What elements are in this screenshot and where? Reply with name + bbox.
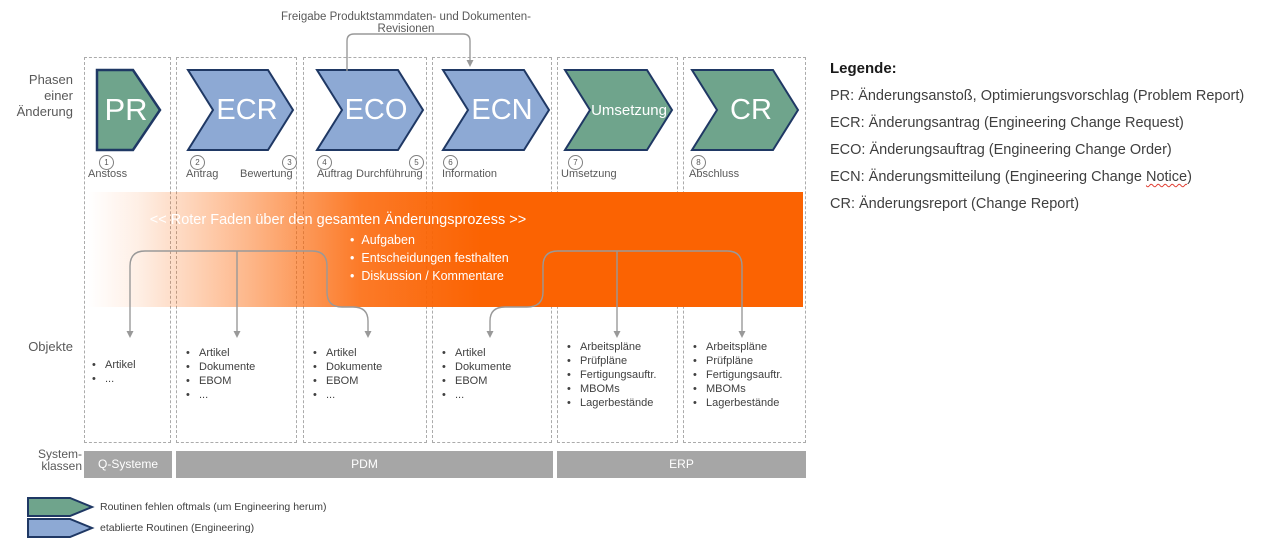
banner-bullet-text: Aufgaben bbox=[361, 233, 415, 247]
phase-label-ecr: ECR bbox=[216, 94, 278, 126]
legend-item-eco: ECO: Änderungsauftrag (Engineering Chang… bbox=[830, 142, 1172, 158]
objects-list-umsetzung: •Arbeitspläne •Prüfpläne •Fertigungsauft… bbox=[567, 340, 656, 410]
step-circle-4: 4 bbox=[317, 155, 332, 170]
row-label-system-line2: klassen bbox=[41, 458, 82, 473]
phase-label-umsetzung: Umsetzung bbox=[591, 102, 667, 119]
legend-item-ecr: ECR: Änderungsantrag (Engineering Change… bbox=[830, 115, 1184, 131]
step-circle-1: 1 bbox=[99, 155, 114, 170]
step-circle-5: 5 bbox=[409, 155, 424, 170]
step-label-bewertung: Bewertung bbox=[240, 168, 293, 180]
banner-bullet-text: Entscheidungen festhalten bbox=[361, 251, 509, 265]
step-circle-7: 7 bbox=[568, 155, 583, 170]
objects-list-ecr: •Artikel •Dokumente •EBOM •... bbox=[186, 346, 255, 402]
objects-list-eco: •Artikel •Dokumente •EBOM •... bbox=[313, 346, 382, 402]
freigabe-annotation: Freigabe Produktstammdaten- und Dokument… bbox=[281, 11, 531, 35]
list-item: •EBOM bbox=[442, 375, 488, 387]
list-item: •... bbox=[186, 389, 209, 401]
row-label-phases-line3: Änderung bbox=[16, 104, 73, 119]
list-item: •Dokumente bbox=[186, 361, 256, 373]
step-circle-2: 2 bbox=[190, 155, 205, 170]
row-label-phases: Phasen einer Änderung bbox=[16, 72, 73, 120]
row-label-system-line1: System- bbox=[37, 447, 82, 461]
banner-bullet: • Aufgaben bbox=[350, 231, 509, 249]
list-item: •Artikel bbox=[186, 347, 230, 359]
legend-item-ecn: ECN: Änderungsmitteilung (Engineering Ch… bbox=[830, 169, 1192, 185]
legend-item-pr: PR: Änderungsanstoß, Optimierungsvorschl… bbox=[830, 88, 1245, 104]
phase-label-eco: ECO bbox=[344, 94, 408, 126]
list-item: •Artikel bbox=[313, 347, 357, 359]
list-item: •Artikel bbox=[92, 359, 136, 371]
key-label-green: Routinen fehlen oftmals (um Engineering … bbox=[100, 501, 327, 513]
systemclass-bar-qsysteme: Q-Systeme bbox=[84, 451, 172, 478]
step-label-information: Information bbox=[442, 168, 498, 180]
legend-heading: Legende: bbox=[830, 60, 897, 77]
row-label-systemklassen: System- klassen bbox=[16, 447, 82, 473]
list-item: •... bbox=[92, 373, 115, 385]
step-label-auftrag: Auftrag bbox=[317, 168, 353, 180]
legend-item-ecn-misspelled-word: Notice bbox=[1145, 169, 1188, 185]
objects-list-pr: •Artikel •... bbox=[92, 358, 136, 386]
list-item: •Lagerbestände bbox=[567, 397, 654, 409]
list-item: •... bbox=[442, 389, 465, 401]
bullet-dot: • bbox=[350, 269, 355, 283]
step-circle-3: 3 bbox=[282, 155, 297, 170]
list-item: •EBOM bbox=[313, 375, 359, 387]
banner-title: << Roter Faden über den gesamten Änderun… bbox=[149, 212, 527, 228]
step-label-durchfuehrung: Durchführung bbox=[356, 168, 423, 180]
list-item: •Fertigungsauftr. bbox=[567, 369, 657, 381]
step-label-abschluss: Abschluss bbox=[689, 168, 740, 180]
list-item: •Arbeitspläne bbox=[567, 341, 642, 353]
list-item: •MBOMs bbox=[567, 383, 620, 395]
step-label-anstoss: Anstoss bbox=[88, 168, 128, 180]
key-label-blue: etablierte Routinen (Engineering) bbox=[100, 522, 255, 534]
row-label-objekte: Objekte bbox=[28, 339, 73, 354]
banner-bullet-text: Diskussion / Kommentare bbox=[361, 269, 504, 283]
phase-label-cr: CR bbox=[730, 94, 772, 126]
list-item: •Artikel bbox=[442, 347, 486, 359]
legend-item-cr: CR: Änderungsreport (Change Report) bbox=[830, 196, 1080, 212]
list-item: •Prüfpläne bbox=[567, 355, 628, 367]
legend-item-ecn-text-after: ) bbox=[1187, 169, 1192, 185]
bullet-dot: • bbox=[350, 233, 355, 247]
step-circle-8: 8 bbox=[691, 155, 706, 170]
phase-label-pr: PR bbox=[104, 92, 148, 127]
step-label-umsetzung: Umsetzung bbox=[561, 168, 617, 180]
phase-label-ecn: ECN bbox=[471, 94, 533, 126]
bullet-dot: • bbox=[350, 251, 355, 265]
list-item: •... bbox=[313, 389, 336, 401]
list-item: •Lagerbestände bbox=[693, 397, 780, 409]
step-circle-6: 6 bbox=[443, 155, 458, 170]
step-label-antrag: Antrag bbox=[186, 168, 219, 180]
list-item: •MBOMs bbox=[693, 383, 746, 395]
list-item: •Arbeitspläne bbox=[693, 341, 768, 353]
banner-bullet-list: • Aufgaben • Entscheidungen festhalten • Di… bbox=[350, 231, 509, 285]
list-item: •Fertigungsauftr. bbox=[693, 369, 783, 381]
legend-item-ecn-text: ECN: Änderungsmitteilung (Engineering Ch… bbox=[830, 169, 1146, 185]
row-label-phases-line2: einer bbox=[44, 88, 73, 103]
row-label-phases-line1: Phasen bbox=[28, 72, 73, 87]
key-blue-arrow-icon bbox=[27, 518, 95, 538]
objects-list-cr: •Arbeitspläne •Prüfpläne •Fertigungsauft… bbox=[693, 340, 782, 410]
systemclass-bar-erp: ERP bbox=[557, 451, 806, 478]
banner-bullet: • Entscheidungen festhalten bbox=[350, 249, 509, 267]
list-item: •Dokumente bbox=[313, 361, 383, 373]
systemclass-bar-pdm: PDM bbox=[176, 451, 553, 478]
objects-list-ecn: •Artikel •Dokumente •EBOM •... bbox=[442, 346, 511, 402]
banner-bullet: • Diskussion / Kommentare bbox=[350, 267, 509, 285]
list-item: •Dokumente bbox=[442, 361, 512, 373]
list-item: •Prüfpläne bbox=[693, 355, 754, 367]
key-green-arrow-icon bbox=[27, 497, 95, 517]
list-item: •EBOM bbox=[186, 375, 232, 387]
